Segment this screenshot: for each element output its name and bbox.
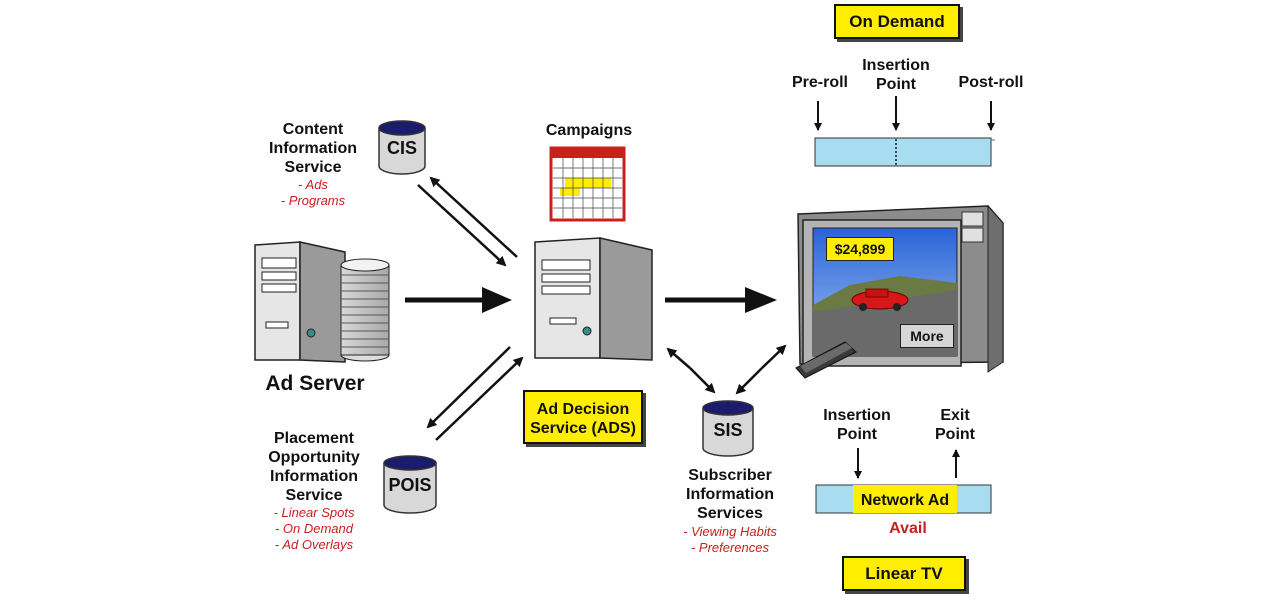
sis-database-icon: SIS: [701, 400, 755, 458]
flow-arrow-ads-to-tv: [665, 287, 777, 313]
on-demand-insertion-point-label: Insertion Point: [862, 57, 930, 93]
network-ad-label: Network Ad: [860, 492, 950, 509]
pois-database-icon: POIS: [382, 455, 438, 515]
linear-exit-point-label: Exit Point: [935, 407, 975, 443]
cis-db-label: CIS: [386, 138, 417, 158]
on-demand-timeline: [814, 96, 995, 167]
pois-ads-arrows: [426, 346, 524, 441]
sis-title: Subscriber Information Services: [686, 467, 774, 522]
cis-item-programs: - Programs: [280, 193, 346, 208]
cis-ads-arrows: [417, 176, 518, 267]
avail-label: Avail: [889, 520, 927, 537]
ads-title: Ad Decision Service (ADS): [523, 390, 643, 444]
sis-arrows: [666, 344, 787, 395]
ad-server-label: Ad Server: [265, 372, 365, 395]
sis-db-label: SIS: [713, 420, 743, 440]
flow-arrow-server-to-ads: [405, 287, 512, 313]
linear-timeline: [815, 448, 992, 514]
cis-item-ads: - Ads: [298, 177, 328, 192]
pois-db-label: POIS: [388, 475, 432, 495]
pois-item-ad-overlays: - Ad Overlays: [274, 537, 354, 552]
linear-insertion-point-label: Insertion Point: [823, 407, 891, 443]
sis-item-preferences: - Preferences: [690, 540, 770, 555]
tv-more-button[interactable]: More: [900, 324, 954, 348]
cis-title: Content Information Service: [269, 121, 357, 176]
campaigns-calendar-icon: [549, 146, 626, 222]
cis-database-icon: CIS: [377, 120, 427, 176]
linear-tv-title: Linear TV: [842, 556, 966, 591]
ads-server-icon: [534, 237, 653, 361]
on-demand-title: On Demand: [834, 4, 960, 39]
television-icon: [795, 204, 1004, 379]
post-roll-label: Post-roll: [958, 74, 1024, 91]
pre-roll-label: Pre-roll: [791, 74, 848, 91]
pois-item-linear-spots: - Linear Spots: [273, 505, 355, 520]
campaigns-label: Campaigns: [545, 122, 633, 139]
pois-title: Placement Opportunity Information Servic…: [268, 430, 360, 504]
sis-item-viewing-habits: - Viewing Habits: [683, 524, 777, 539]
pois-item-on-demand: - On Demand: [274, 521, 354, 536]
tv-price-tag: $24,899: [826, 237, 894, 261]
ad-server-icon: [254, 241, 390, 363]
